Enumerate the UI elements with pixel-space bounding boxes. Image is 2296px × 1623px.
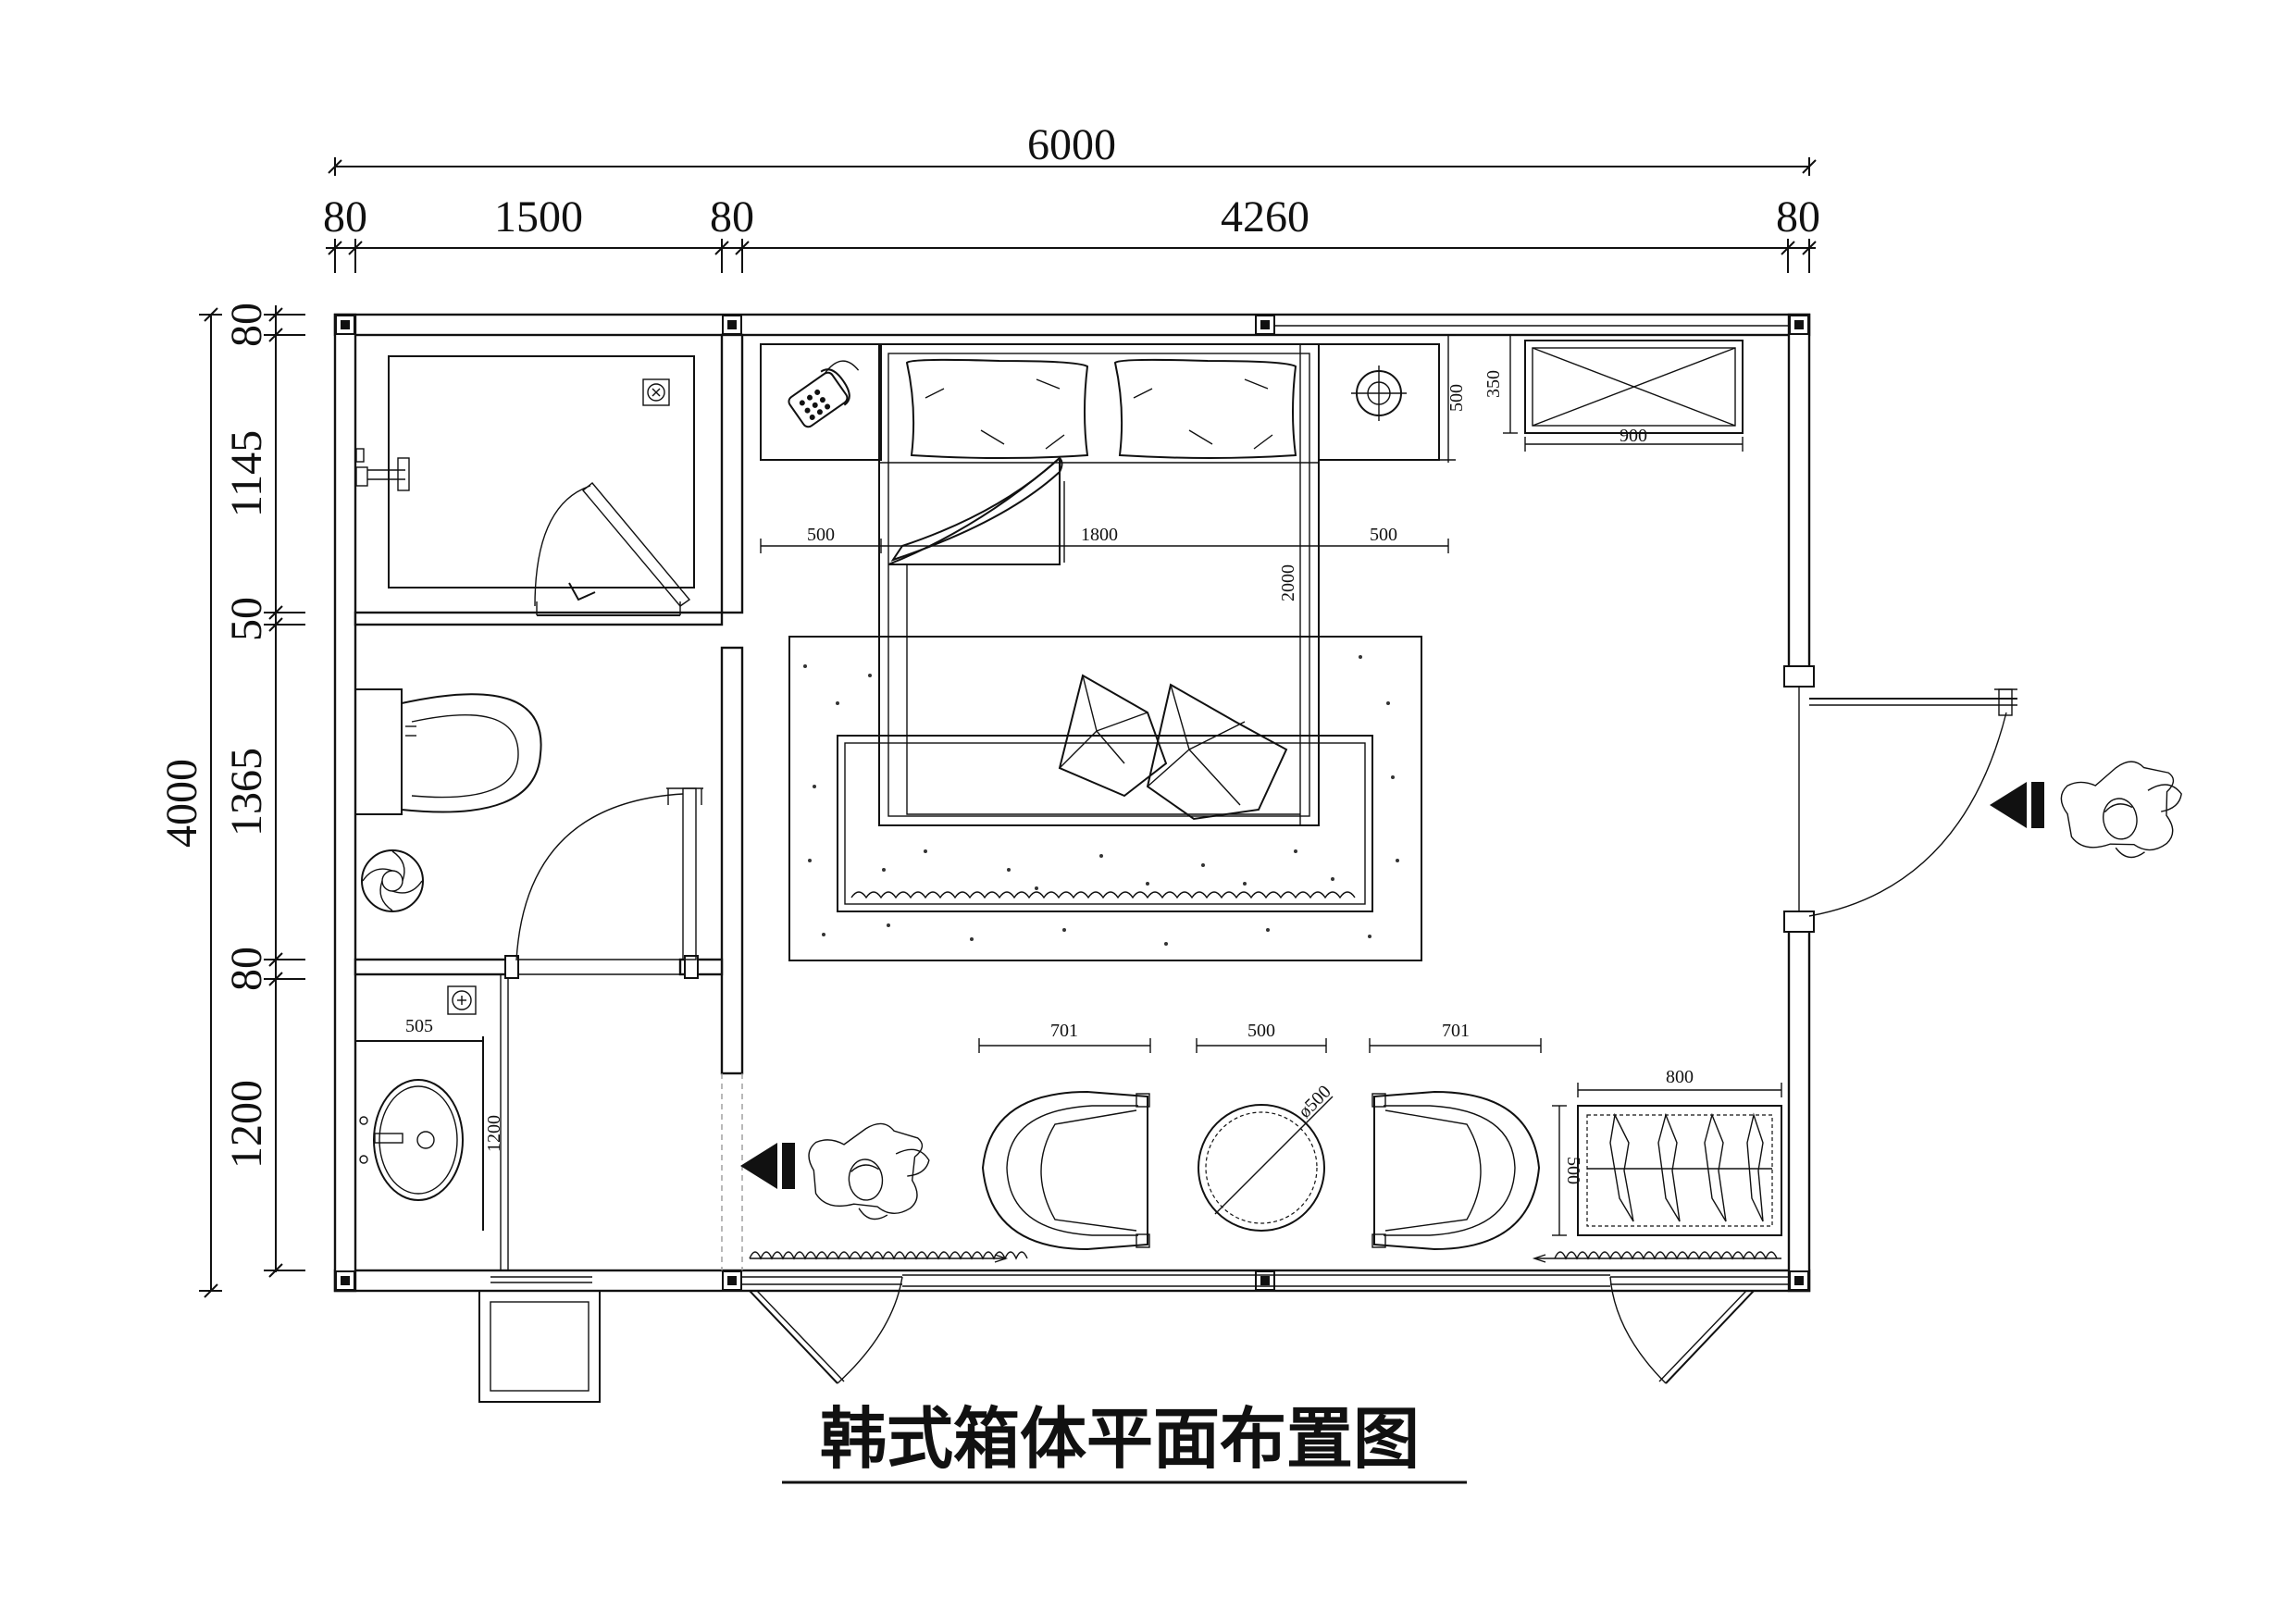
nightstand-right: 500 bbox=[1318, 334, 1467, 463]
dim-chair-right: 701 bbox=[1442, 1021, 1470, 1041]
dim-top-4: 4260 bbox=[1221, 192, 1309, 242]
entry-arrow-left-icon bbox=[740, 1143, 795, 1189]
bottom-curtains bbox=[749, 1251, 1781, 1263]
dim-left-5: 80 bbox=[222, 947, 271, 991]
dim-top-1: 80 bbox=[323, 192, 367, 242]
dim-bed-center: 1800 bbox=[1081, 525, 1118, 545]
person-left-icon bbox=[805, 1119, 935, 1225]
dimension-left-segments: 80 1145 50 1365 80 1200 bbox=[222, 303, 305, 1278]
double-bed: 500 1800 500 2000 bbox=[760, 343, 1449, 826]
page-title: 韩式箱体平面布置图 bbox=[820, 1400, 1420, 1478]
armchair-right bbox=[1371, 1090, 1541, 1251]
interior-walls bbox=[354, 325, 1809, 1270]
dim-top-5: 80 bbox=[1776, 192, 1820, 242]
floor-drain-icon bbox=[642, 378, 670, 406]
bottom-window-frames bbox=[742, 1274, 1789, 1287]
dim-bed-right: 500 bbox=[1370, 525, 1397, 545]
person-right-icon bbox=[2055, 752, 2192, 869]
area-rug bbox=[788, 636, 1422, 961]
dim-basin-width: 505 bbox=[405, 1016, 433, 1036]
drawing-title: 韩式箱体平面布置图 bbox=[782, 1400, 1467, 1484]
shower-faucet-icon bbox=[355, 448, 410, 491]
dim-wardrobe-width: 800 bbox=[1666, 1067, 1694, 1087]
dimension-left-overall: 4000 bbox=[157, 307, 222, 1298]
dim-left-1: 80 bbox=[222, 303, 271, 347]
entry-door-right bbox=[1808, 688, 2017, 917]
exterior-walls bbox=[333, 313, 1811, 1293]
floor-drain-icon bbox=[447, 985, 477, 1015]
telephone-icon bbox=[788, 360, 860, 428]
seating-dimensions: 701 500 701 bbox=[978, 1021, 1542, 1053]
floor-drain-round-icon bbox=[361, 849, 424, 912]
pillow-icon bbox=[905, 358, 1297, 459]
dim-bed-length: 2000 bbox=[1278, 564, 1298, 601]
basin-area: 505 1200 bbox=[355, 985, 504, 1231]
dim-chair-left: 701 bbox=[1050, 1021, 1078, 1041]
cushions-icon bbox=[1058, 674, 1288, 821]
toilet-door-icon bbox=[515, 787, 703, 961]
shower-door-icon bbox=[534, 482, 691, 626]
dim-left-2: 1145 bbox=[222, 430, 271, 517]
dim-table-diameter: ø500 bbox=[1295, 1082, 1335, 1122]
columns bbox=[335, 315, 1815, 1291]
washbasin-icon bbox=[359, 1079, 464, 1201]
dimension-top-overall: 6000 bbox=[328, 120, 1817, 176]
dim-total-width: 6000 bbox=[1027, 120, 1116, 169]
dim-cabinet-width: 900 bbox=[1620, 426, 1647, 446]
lamp-icon bbox=[1351, 365, 1407, 421]
dim-top-2: 1500 bbox=[494, 192, 583, 242]
dim-top-3: 80 bbox=[710, 192, 754, 242]
dim-nightstand: 500 bbox=[1446, 384, 1467, 412]
dim-left-3: 50 bbox=[222, 597, 271, 641]
dim-basin-length: 1200 bbox=[484, 1115, 504, 1152]
toilet-icon bbox=[354, 688, 542, 815]
armchair-left bbox=[981, 1090, 1150, 1251]
dimension-top-segments: 80 1500 80 4260 80 bbox=[323, 192, 1820, 273]
dim-wardrobe-depth: 500 bbox=[1563, 1157, 1583, 1184]
round-table: ø500 bbox=[1198, 1082, 1335, 1232]
entry-arrow-right-icon bbox=[1990, 782, 2044, 828]
dim-table: 500 bbox=[1247, 1021, 1275, 1041]
nightstand-left bbox=[760, 343, 882, 461]
dim-cabinet-depth: 350 bbox=[1483, 370, 1504, 398]
wall-cabinet: 350 900 bbox=[1483, 334, 1744, 452]
dim-left-4: 1365 bbox=[222, 748, 271, 836]
dim-left-6: 1200 bbox=[222, 1080, 271, 1169]
bathroom-entry-step bbox=[478, 1276, 601, 1403]
bottom-doors bbox=[749, 1276, 1755, 1384]
shower-area bbox=[355, 355, 695, 626]
dim-bed-left: 500 bbox=[807, 525, 835, 545]
wardrobe: 800 500 bbox=[1552, 1067, 1782, 1236]
hanger-icon bbox=[1609, 1112, 1764, 1222]
dim-total-height: 4000 bbox=[157, 759, 206, 848]
